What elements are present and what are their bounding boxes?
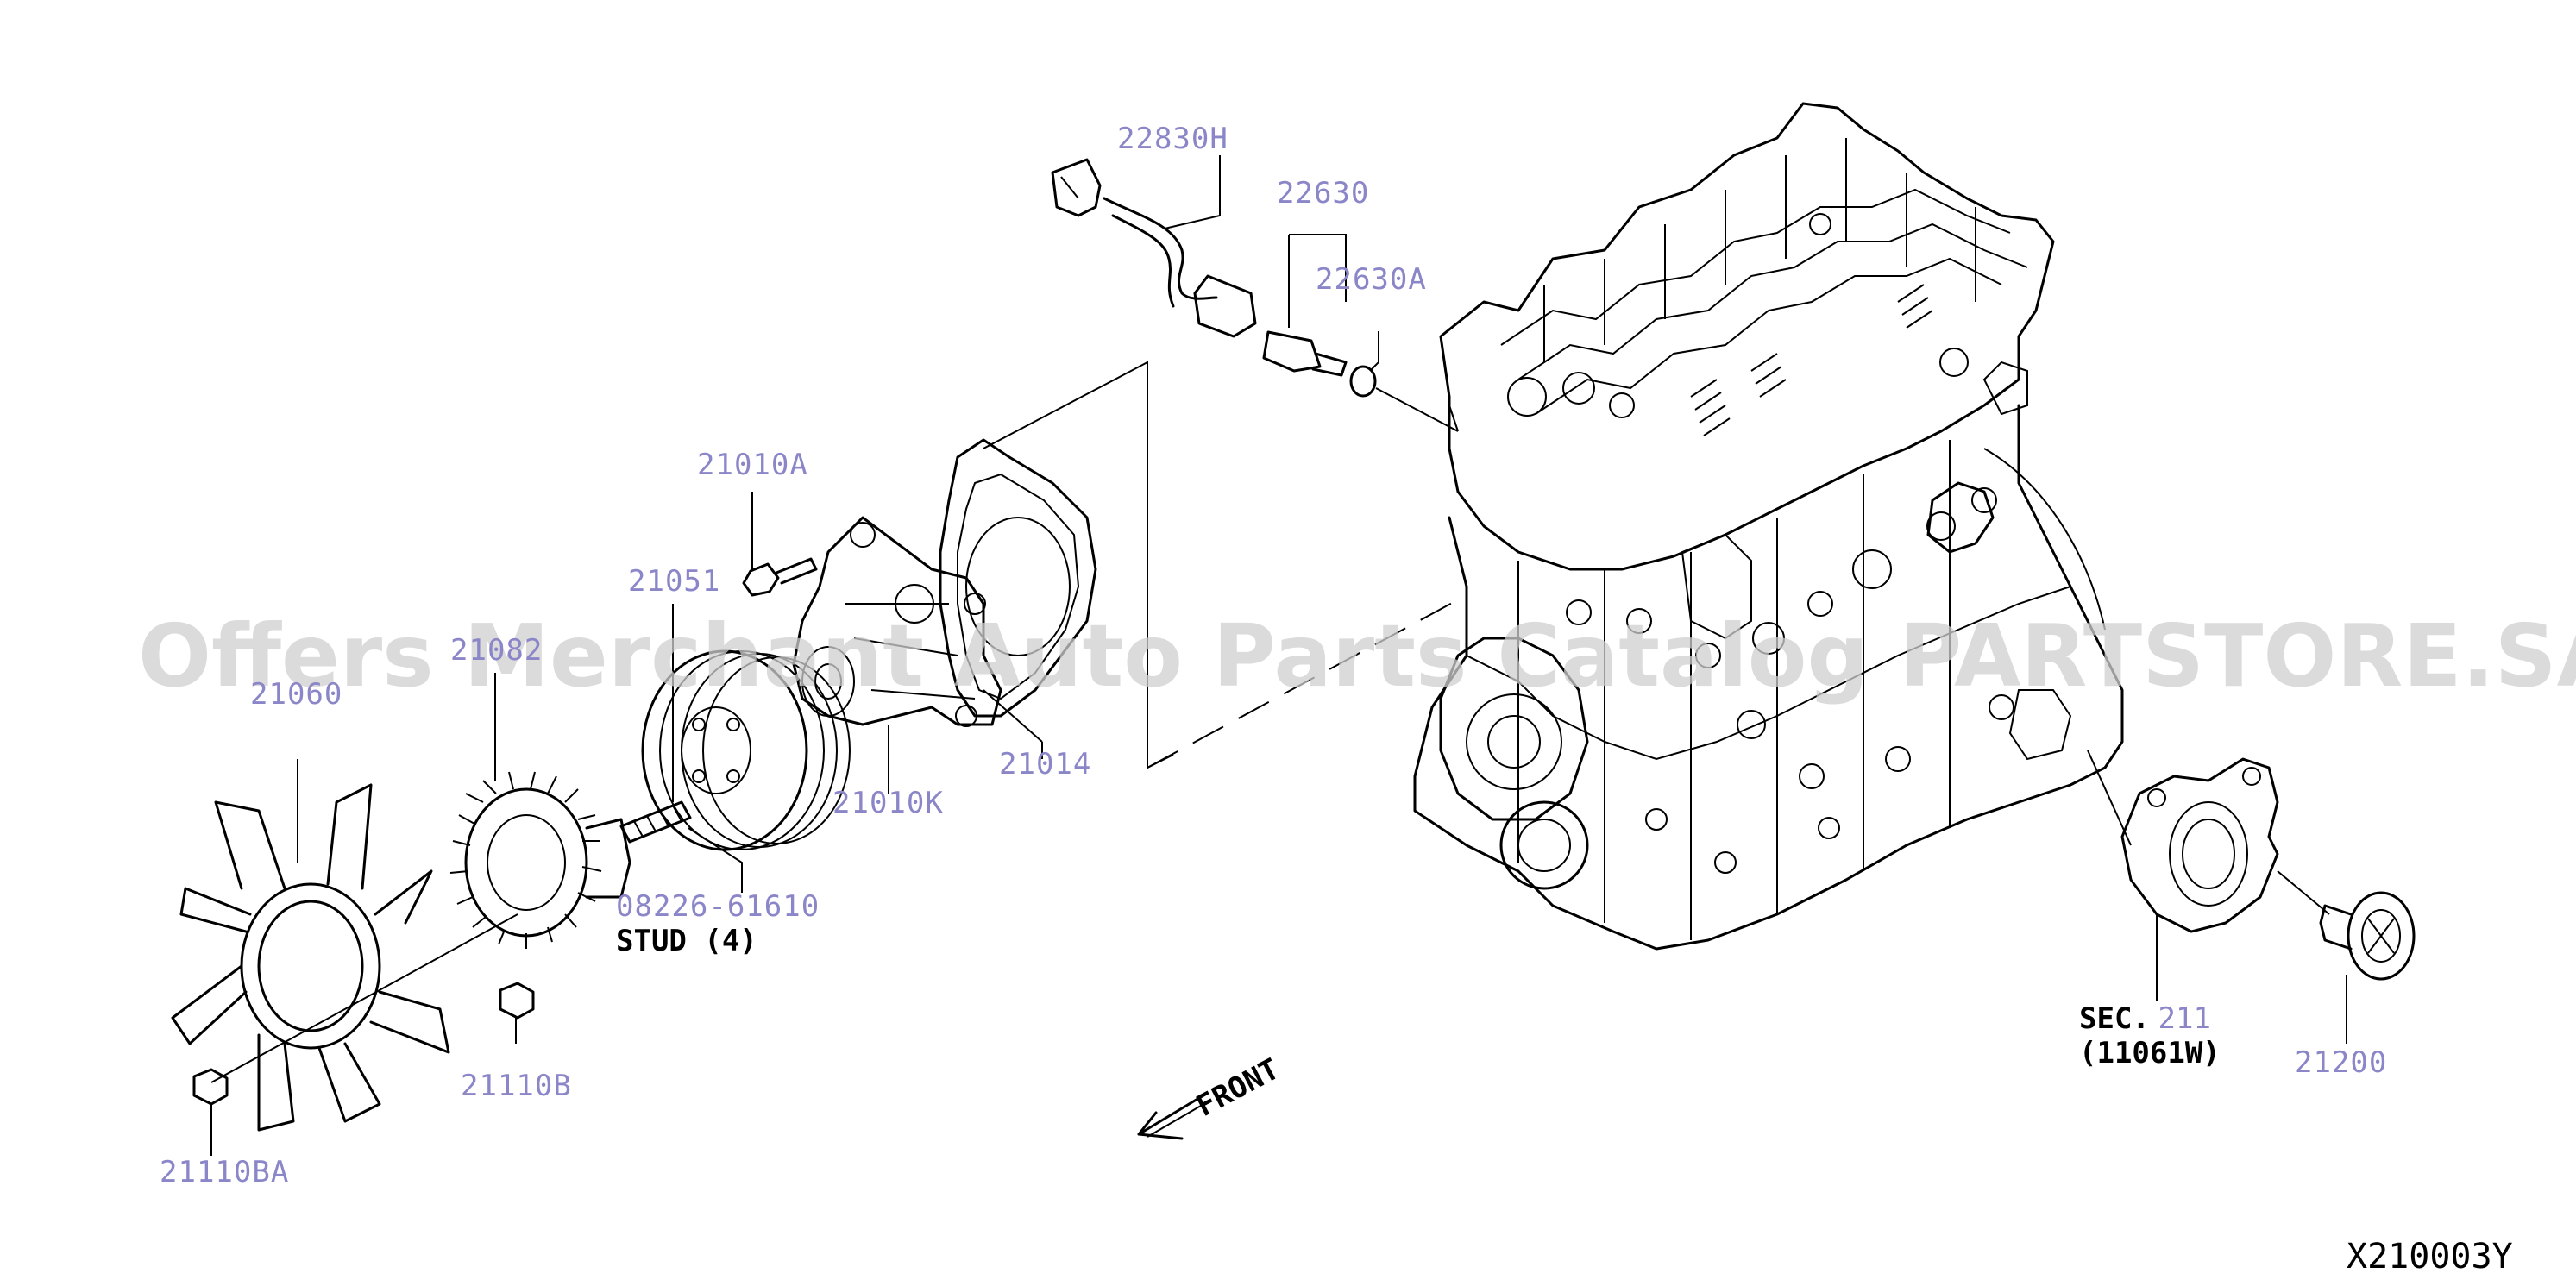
part-label-22630[interactable]: 22630 (1277, 176, 1369, 210)
part-label-21060[interactable]: 21060 (250, 677, 342, 712)
gasket-bracket-lines (983, 361, 1467, 769)
watermark-text: Offers Merchant Auto Parts Catalog PARTS… (138, 605, 2576, 706)
part-label-21110b[interactable]: 21110B (461, 1069, 572, 1103)
stud-quantity-note: STUD (4) (616, 924, 757, 958)
engine-block-drawing (1413, 102, 2124, 951)
section-reference: SEC. 211 (2079, 1001, 2211, 1036)
diagram-code: X210003Y (2347, 1237, 2513, 1277)
thermostat-drawing (2319, 891, 2416, 981)
water-pump-drawing (792, 516, 1002, 727)
bolt-21010a-drawing (742, 557, 818, 597)
nut-21110b-drawing (499, 982, 535, 1020)
part-label-21110ba[interactable]: 21110BA (160, 1155, 289, 1189)
nut-21110ba-drawing (192, 1068, 229, 1106)
part-label-21010a[interactable]: 21010A (697, 448, 808, 482)
front-direction-label: FRONT (1191, 1052, 1285, 1124)
part-label-21014[interactable]: 21014 (999, 747, 1091, 781)
sensor-harness-drawing (1051, 158, 1257, 338)
cooling-fan-drawing (171, 783, 450, 1132)
part-label-21200[interactable]: 21200 (2295, 1045, 2387, 1080)
o-ring-drawing (1349, 365, 1377, 398)
thermostat-housing-drawing (2120, 757, 2279, 933)
section-link-211[interactable]: 211 (2158, 1001, 2211, 1036)
part-label-21082[interactable]: 21082 (450, 633, 543, 668)
section-ref-code: (11061W) (2079, 1036, 2221, 1070)
front-arrow (1137, 1094, 1205, 1140)
leader-lines (210, 155, 2347, 1156)
part-label-21010k[interactable]: 21010K (832, 786, 944, 820)
gasket-drawing (939, 438, 1097, 718)
temp-sensor-drawing (1262, 330, 1348, 377)
fan-clutch-drawing (449, 771, 631, 949)
part-label-21051[interactable]: 21051 (628, 564, 720, 599)
pulley-drawing (641, 649, 851, 851)
section-prefix: SEC. (2079, 1001, 2150, 1036)
stud-drawing (619, 800, 692, 844)
part-label-08226-61610[interactable]: 08226-61610 (616, 889, 820, 924)
part-label-22830h[interactable]: 22830H (1117, 122, 1228, 156)
part-label-22630a[interactable]: 22630A (1316, 262, 1427, 297)
